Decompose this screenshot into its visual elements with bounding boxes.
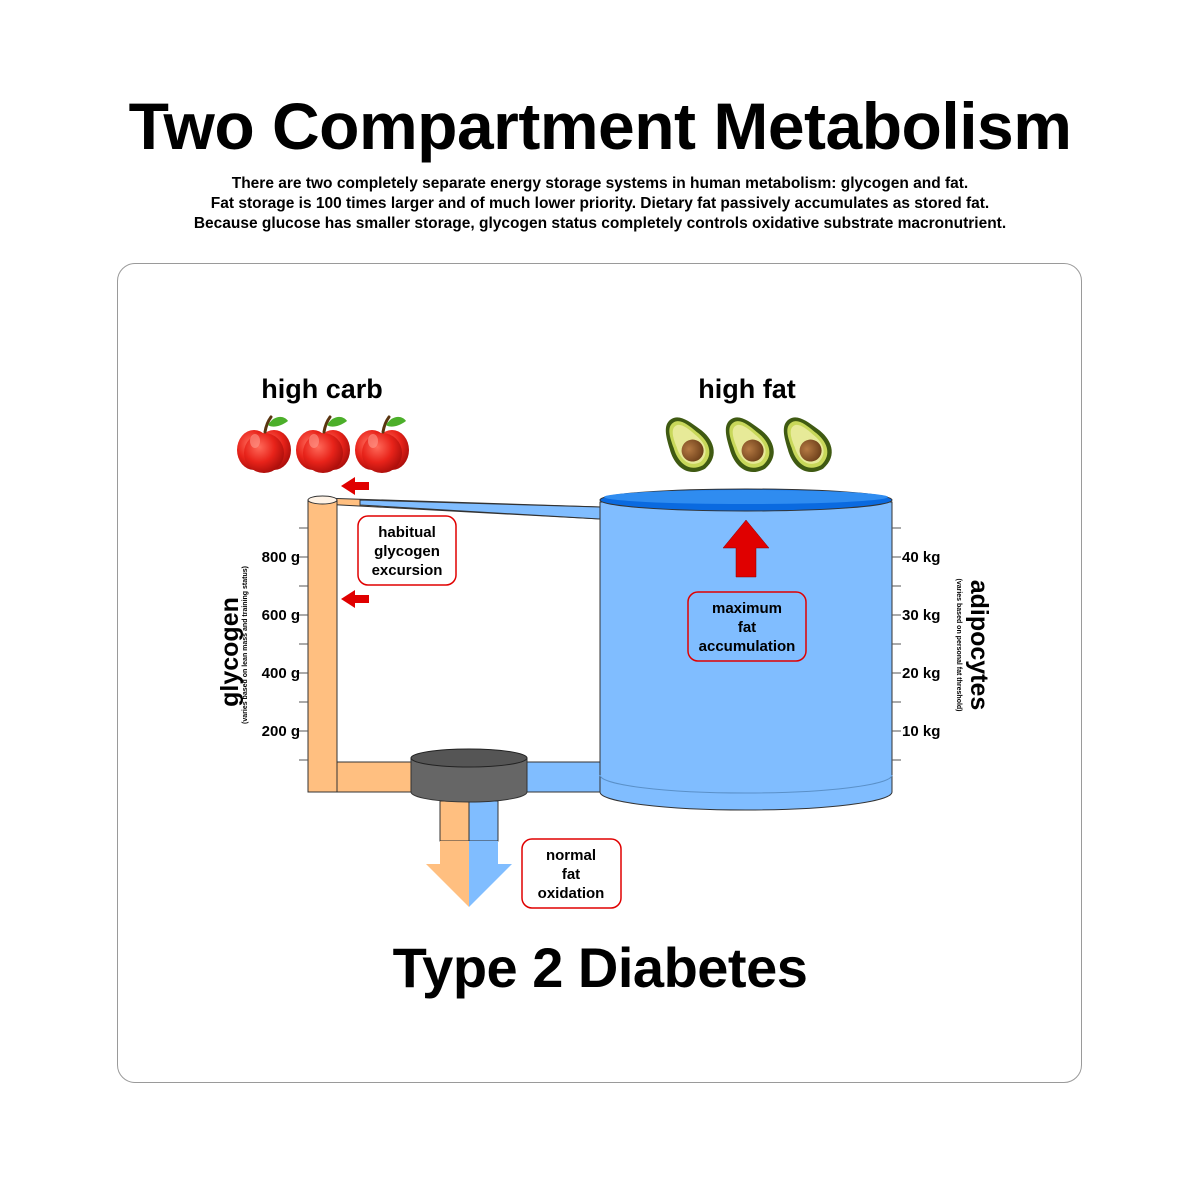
apple-icon — [235, 415, 293, 475]
output-spout-glycogen — [439, 800, 470, 842]
output-spout-fat — [468, 800, 499, 842]
glycogen-tick-label: 600 g — [262, 607, 300, 624]
callout-text: glycogen — [374, 543, 440, 560]
callout-text: fat — [562, 866, 580, 883]
glycogen-excursion-callout — [357, 515, 457, 586]
adipocyte-tick-marks — [892, 527, 901, 761]
avocado-icon — [771, 407, 841, 481]
glycogen-tick-label: 800 g — [262, 549, 300, 566]
red-arrow-left-icon — [341, 590, 369, 608]
adipocyte-tick-label: 40 kg — [902, 549, 940, 566]
adipocytes-axis-title: adipocytes — [965, 580, 993, 711]
fat-tank-bottom-line — [599, 774, 893, 794]
output-arrow-glycogen — [426, 864, 469, 907]
adipocytes-axis-note: (varies based on personal fat threshold) — [955, 578, 962, 711]
output-arrow-glycogen-shaft — [440, 841, 469, 865]
glycogen-axis-note: (varies based on lean mass and training … — [242, 566, 249, 724]
callout-text: excursion — [372, 562, 443, 579]
avocado-icon — [713, 407, 783, 481]
high-carb-heading: high carb — [261, 374, 383, 404]
adipocyte-tick-label: 20 kg — [902, 665, 940, 682]
callout-text: maximum — [712, 600, 782, 617]
avocado-icon — [653, 407, 723, 481]
callout-text: normal — [546, 847, 596, 864]
glycogen-tick-label: 200 g — [262, 723, 300, 740]
apple-icon — [353, 415, 411, 475]
fat-pipe — [523, 761, 605, 793]
diagram-panel — [117, 263, 1082, 1083]
glycogen-column-top — [307, 495, 338, 505]
subtitle-line-1: There are two completely separate energy… — [231, 175, 969, 192]
glycogen-tick-label: 400 g — [262, 665, 300, 682]
output-arrow-fat — [469, 864, 512, 907]
glycogen-axis-title: glycogen — [216, 597, 244, 707]
red-arrow-up-icon — [722, 519, 770, 578]
fat-oxidation-callout — [521, 838, 622, 909]
glycogen-tick-marks — [299, 527, 308, 761]
high-fat-heading: high fat — [698, 374, 795, 404]
subtitle-line-2: Fat storage is 100 times larger and of m… — [210, 195, 990, 212]
glycogen-pipe — [336, 761, 415, 793]
fat-accumulation-callout — [687, 591, 807, 662]
page-title: Two Compartment Metabolism — [128, 89, 1072, 163]
callout-text: accumulation — [699, 638, 796, 655]
callout-text: fat — [738, 619, 756, 636]
subtitle-line-3: Because glucose has smaller storage, gly… — [193, 215, 1007, 232]
adipocyte-tick-label: 10 kg — [902, 723, 940, 740]
valve — [410, 757, 528, 803]
callout-text: habitual — [378, 524, 436, 541]
apple-icon — [294, 415, 352, 475]
fat-tank-surface-highlight — [604, 490, 888, 504]
glycogen-column — [307, 499, 338, 793]
callout-text: oxidation — [538, 885, 605, 902]
bottom-title: Type 2 Diabetes — [392, 936, 808, 999]
valve-top — [410, 748, 528, 768]
adipocyte-tick-label: 30 kg — [902, 607, 940, 624]
red-arrow-left-icon — [341, 477, 369, 495]
page-subtitle: There are two completely separate energy… — [0, 174, 1200, 234]
output-arrow-fat-shaft — [469, 841, 498, 865]
